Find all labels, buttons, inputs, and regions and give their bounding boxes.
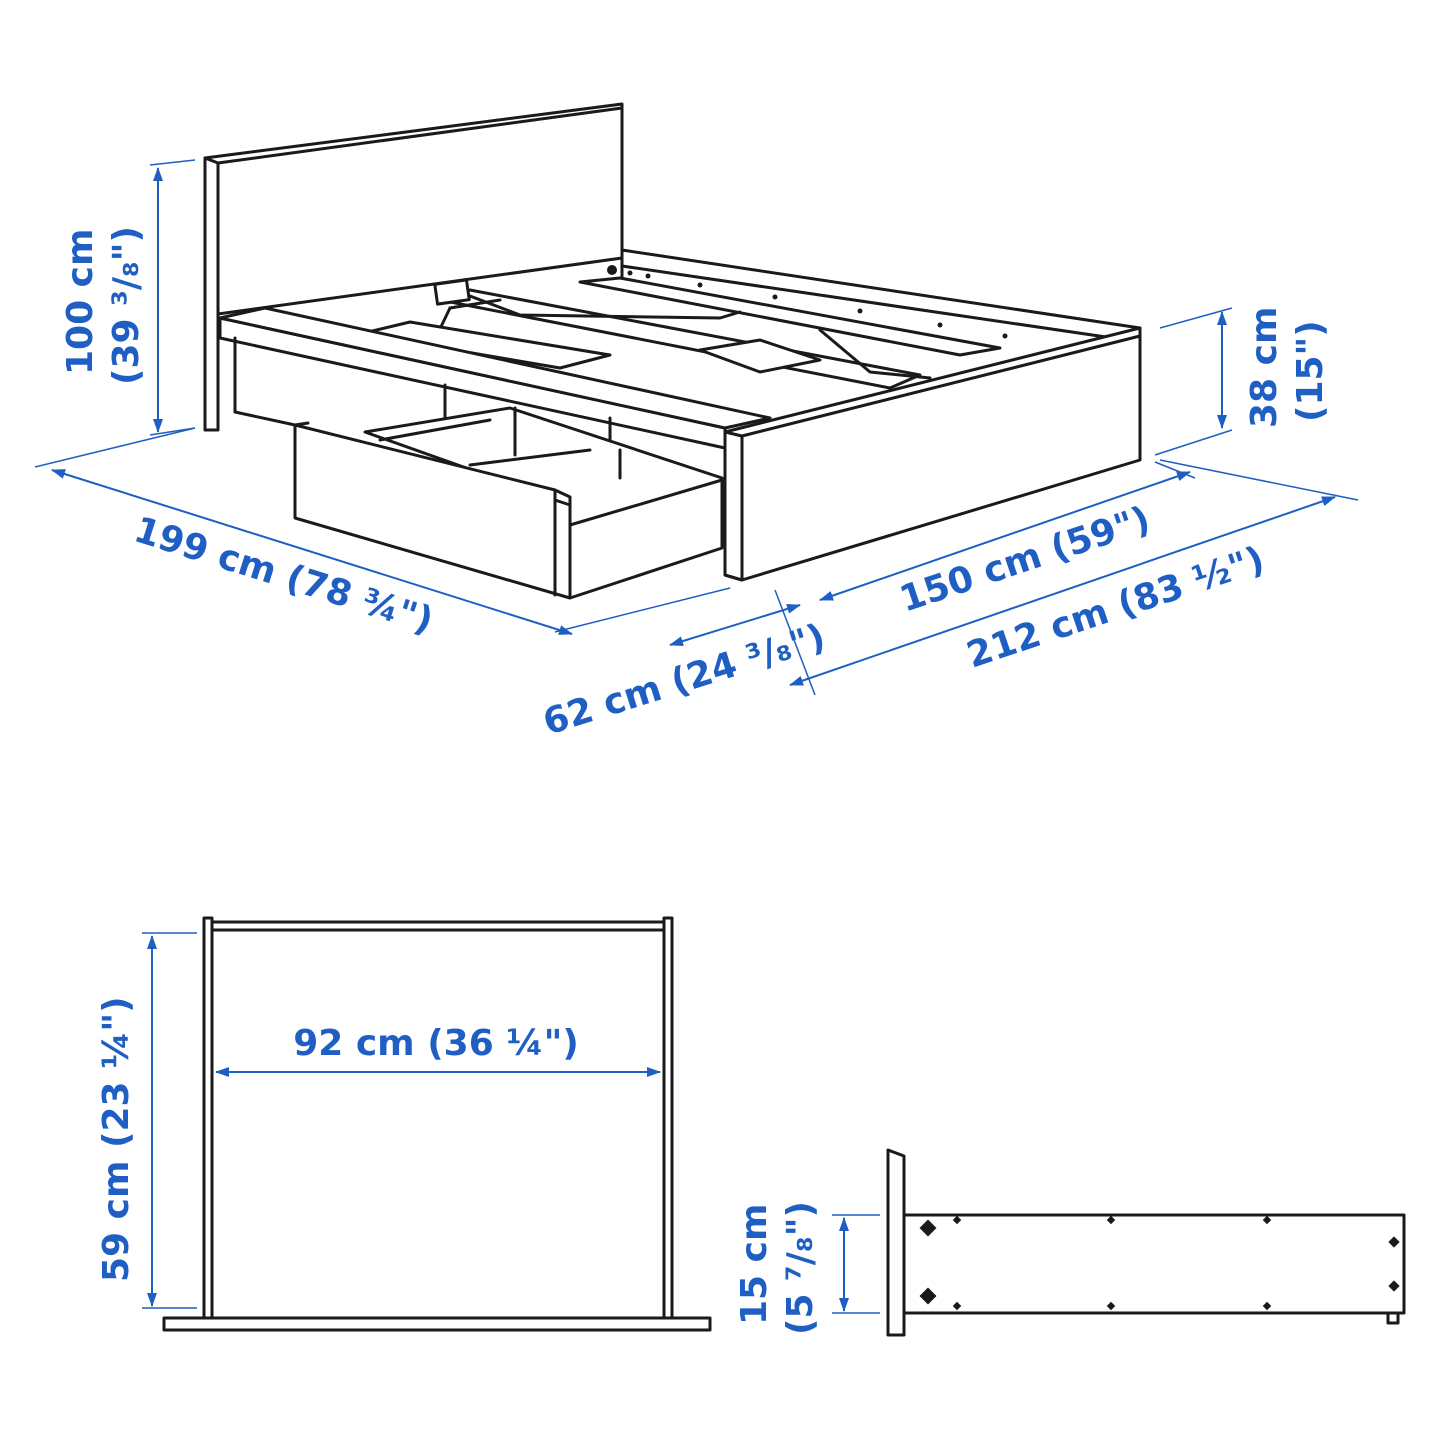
headboard bbox=[203, 102, 624, 432]
drawer-height-label: 15 cm bbox=[734, 1204, 775, 1325]
dim-bed-height: 38 cm (15") bbox=[1154, 307, 1331, 456]
dim-drawer-depth: 59 cm (23 ¼") bbox=[96, 932, 197, 1309]
open-drawer bbox=[293, 406, 724, 600]
drawer-width-label: 92 cm (36 ¼") bbox=[293, 1023, 579, 1064]
drawer-side-view: 15 cm (5 ⁷/₈") bbox=[734, 1148, 1406, 1337]
dim-drawer-height: 15 cm (5 ⁷/₈") bbox=[734, 1201, 880, 1335]
dim-drawer-width: 92 cm (36 ¼") bbox=[215, 1023, 661, 1077]
headboard-height-inch-label: (39 ³/₈") bbox=[106, 226, 147, 385]
drawer-depth-label: 59 cm (23 ¼") bbox=[96, 996, 137, 1282]
bed-height-inch-label: (15") bbox=[1290, 320, 1331, 422]
dim-drawer-extension: 62 cm (24 ³/₈") bbox=[538, 589, 830, 744]
headboard-height-label: 100 cm bbox=[60, 228, 101, 375]
dim-headboard-height: 100 cm (39 ³/₈") bbox=[60, 159, 196, 436]
drawer-top-view: 59 cm (23 ¼") 92 cm (36 ¼") bbox=[96, 916, 712, 1332]
slat-supports bbox=[358, 276, 1002, 390]
drawer-height-inch-label: (5 ⁷/₈") bbox=[780, 1201, 821, 1335]
drawer-extension-label: 62 cm (24 ³/₈") bbox=[538, 616, 830, 743]
bed-height-label: 38 cm bbox=[1244, 307, 1285, 428]
bed-isometric-view: 100 cm (39 ³/₈") 38 cm (15") 199 cm (78 … bbox=[34, 102, 1359, 744]
